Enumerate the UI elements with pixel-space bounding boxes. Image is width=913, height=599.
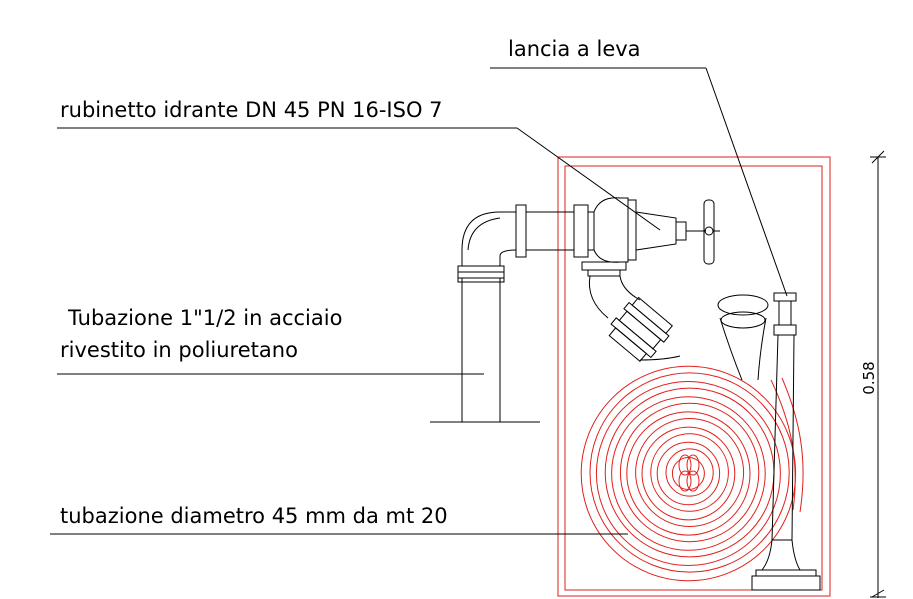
hose-coil-center — [686, 470, 700, 492]
hose-tail — [770, 377, 804, 513]
supply-pipe — [430, 204, 574, 423]
hose-coil-ring — [589, 372, 790, 573]
hose-coil-center — [678, 454, 692, 476]
hose-coil-ring — [656, 441, 721, 506]
hose-coil-ring — [611, 396, 766, 551]
hose-coil-ring — [619, 402, 760, 543]
hose-coil-ring — [665, 448, 714, 497]
label-tubazione-diametro: tubazione diametro 45 mm da mt 20 — [60, 504, 448, 528]
height-dimension: 0.58 — [860, 150, 886, 598]
label-lancia-a-leva: lancia a leva — [508, 37, 641, 61]
hose-coil-center — [686, 454, 700, 476]
hose-coil-ring — [595, 381, 781, 566]
hose-coil — [580, 365, 797, 582]
label-tubazione-line1: Tubazione 1"1/2 in acciaio — [67, 306, 342, 330]
label-tubazione-line2: rivestito in poliuretano — [60, 338, 298, 362]
leader-lines — [50, 67, 788, 535]
label-rubinetto-idrante: rubinetto idrante DN 45 PN 16-ISO 7 — [60, 98, 443, 122]
hydrant-valve — [573, 197, 720, 362]
lever-nozzle — [717, 292, 821, 591]
hose-coil-ring — [626, 411, 751, 536]
hose-coil-center — [678, 470, 692, 492]
height-dimension-label: 0.58 — [860, 361, 878, 394]
hose-coil-ring — [635, 418, 745, 527]
hose-coil-ring — [650, 433, 729, 512]
cabinet-box — [557, 156, 831, 597]
hose-coil-ring — [641, 426, 736, 521]
